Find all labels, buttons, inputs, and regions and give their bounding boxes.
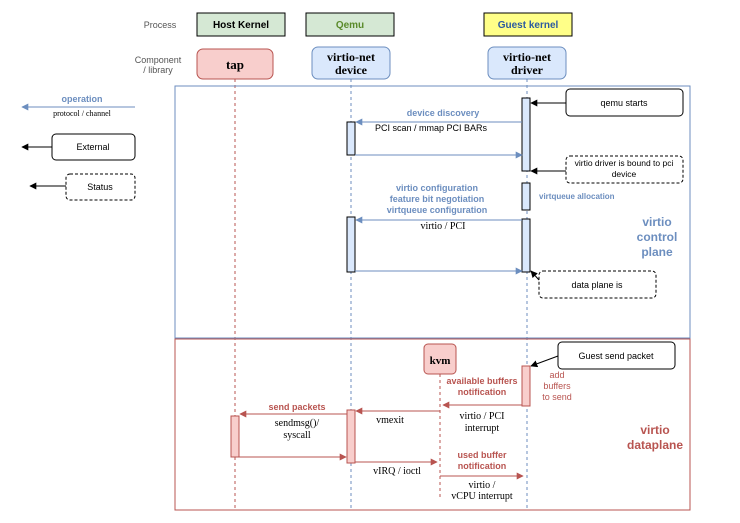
vcpu-1: virtio / — [469, 480, 496, 491]
driver-activation-3 — [521, 218, 531, 273]
config-line3: virtqueue configuration — [387, 205, 488, 215]
process-host-kernel: Host Kernel — [213, 20, 269, 31]
process-guest-kernel-box — [483, 12, 573, 37]
qemu-starts: qemu starts — [600, 98, 648, 108]
component-kvm-label: kvm — [430, 355, 451, 367]
component-label-2: / library — [143, 65, 173, 75]
legend-status: Status — [87, 182, 113, 192]
virq: vIRQ / ioctl — [373, 466, 421, 477]
dataplane-title-1: virtio — [640, 423, 669, 437]
guest-send-arrow — [530, 355, 559, 368]
component-label-1: Component — [135, 55, 182, 65]
used-2: notification — [458, 461, 507, 471]
pci-interrupt-2: interrupt — [465, 423, 500, 434]
virtio-driver-line1: virtio-net — [503, 50, 551, 64]
driver-activation-1 — [521, 97, 531, 172]
control-plane-title-3: plane — [641, 245, 673, 259]
avail-2: notification — [458, 387, 507, 397]
data-plane-is-box — [538, 270, 657, 299]
data-plane-is: data plane is — [571, 280, 623, 290]
add-buffers-1: add — [549, 370, 564, 380]
virtio-device-line2: device — [335, 63, 368, 77]
legend-operation: operation — [61, 94, 102, 104]
add-buffers-3: to send — [542, 392, 572, 402]
driver-bound-1: virtio driver is bound to pci — [575, 158, 674, 168]
vmexit: vmexit — [376, 415, 404, 426]
virtqueue-allocation: virtqueue allocation — [539, 192, 615, 201]
device-activation-2 — [346, 216, 356, 273]
sendmsg-2: syscall — [283, 430, 310, 441]
config-line1: virtio configuration — [396, 183, 478, 193]
send-packets: send packets — [268, 402, 325, 412]
driver-bound-box — [565, 155, 684, 184]
guest-send-box — [557, 341, 676, 370]
pci-scan: PCI scan / mmap PCI BARs — [375, 123, 488, 133]
process-qemu: Qemu — [336, 20, 364, 31]
driver-activation-4 — [521, 365, 531, 407]
tap-activation — [230, 415, 240, 458]
used-1: used buffer — [457, 450, 507, 460]
device-activation-3 — [346, 409, 356, 464]
sendmsg-1: sendmsg()/ — [275, 418, 320, 429]
process-qemu-box — [305, 12, 395, 37]
legend-protocol: protocol / channel — [53, 109, 112, 118]
driver-bound-2: device — [612, 169, 637, 179]
process-label: Process — [144, 20, 177, 30]
control-plane-title-2: control — [637, 230, 678, 244]
device-activation-1 — [346, 121, 356, 156]
vcpu-2: vCPU interrupt — [451, 491, 513, 502]
control-plane-region — [174, 85, 691, 339]
driver-activation-2 — [521, 182, 531, 211]
device-discovery: device discovery — [407, 108, 480, 118]
virtio-pci-control: virtio / PCI — [420, 221, 465, 232]
legend-external-box — [51, 133, 136, 161]
legend-external: External — [76, 142, 109, 152]
dataplane-region — [174, 338, 691, 511]
pci-interrupt-1: virtio / PCI — [459, 411, 504, 422]
component-tap-label: tap — [226, 57, 244, 72]
virtio-driver-line2: driver — [511, 63, 544, 77]
legend-status-box — [65, 173, 136, 201]
add-buffers-2: buffers — [543, 381, 571, 391]
data-plane-is-arrow — [530, 270, 540, 281]
process-host-kernel-box — [196, 12, 286, 37]
dataplane-title-2: dataplane — [627, 438, 683, 452]
control-plane-title-1: virtio — [642, 215, 671, 229]
avail-1: available buffers — [446, 376, 517, 386]
config-line2: feature bit negotiation — [390, 194, 485, 204]
virtio-device-line1: virtio-net — [327, 50, 375, 64]
process-guest-kernel: Guest kernel — [498, 20, 559, 31]
guest-send: Guest send packet — [578, 351, 654, 361]
